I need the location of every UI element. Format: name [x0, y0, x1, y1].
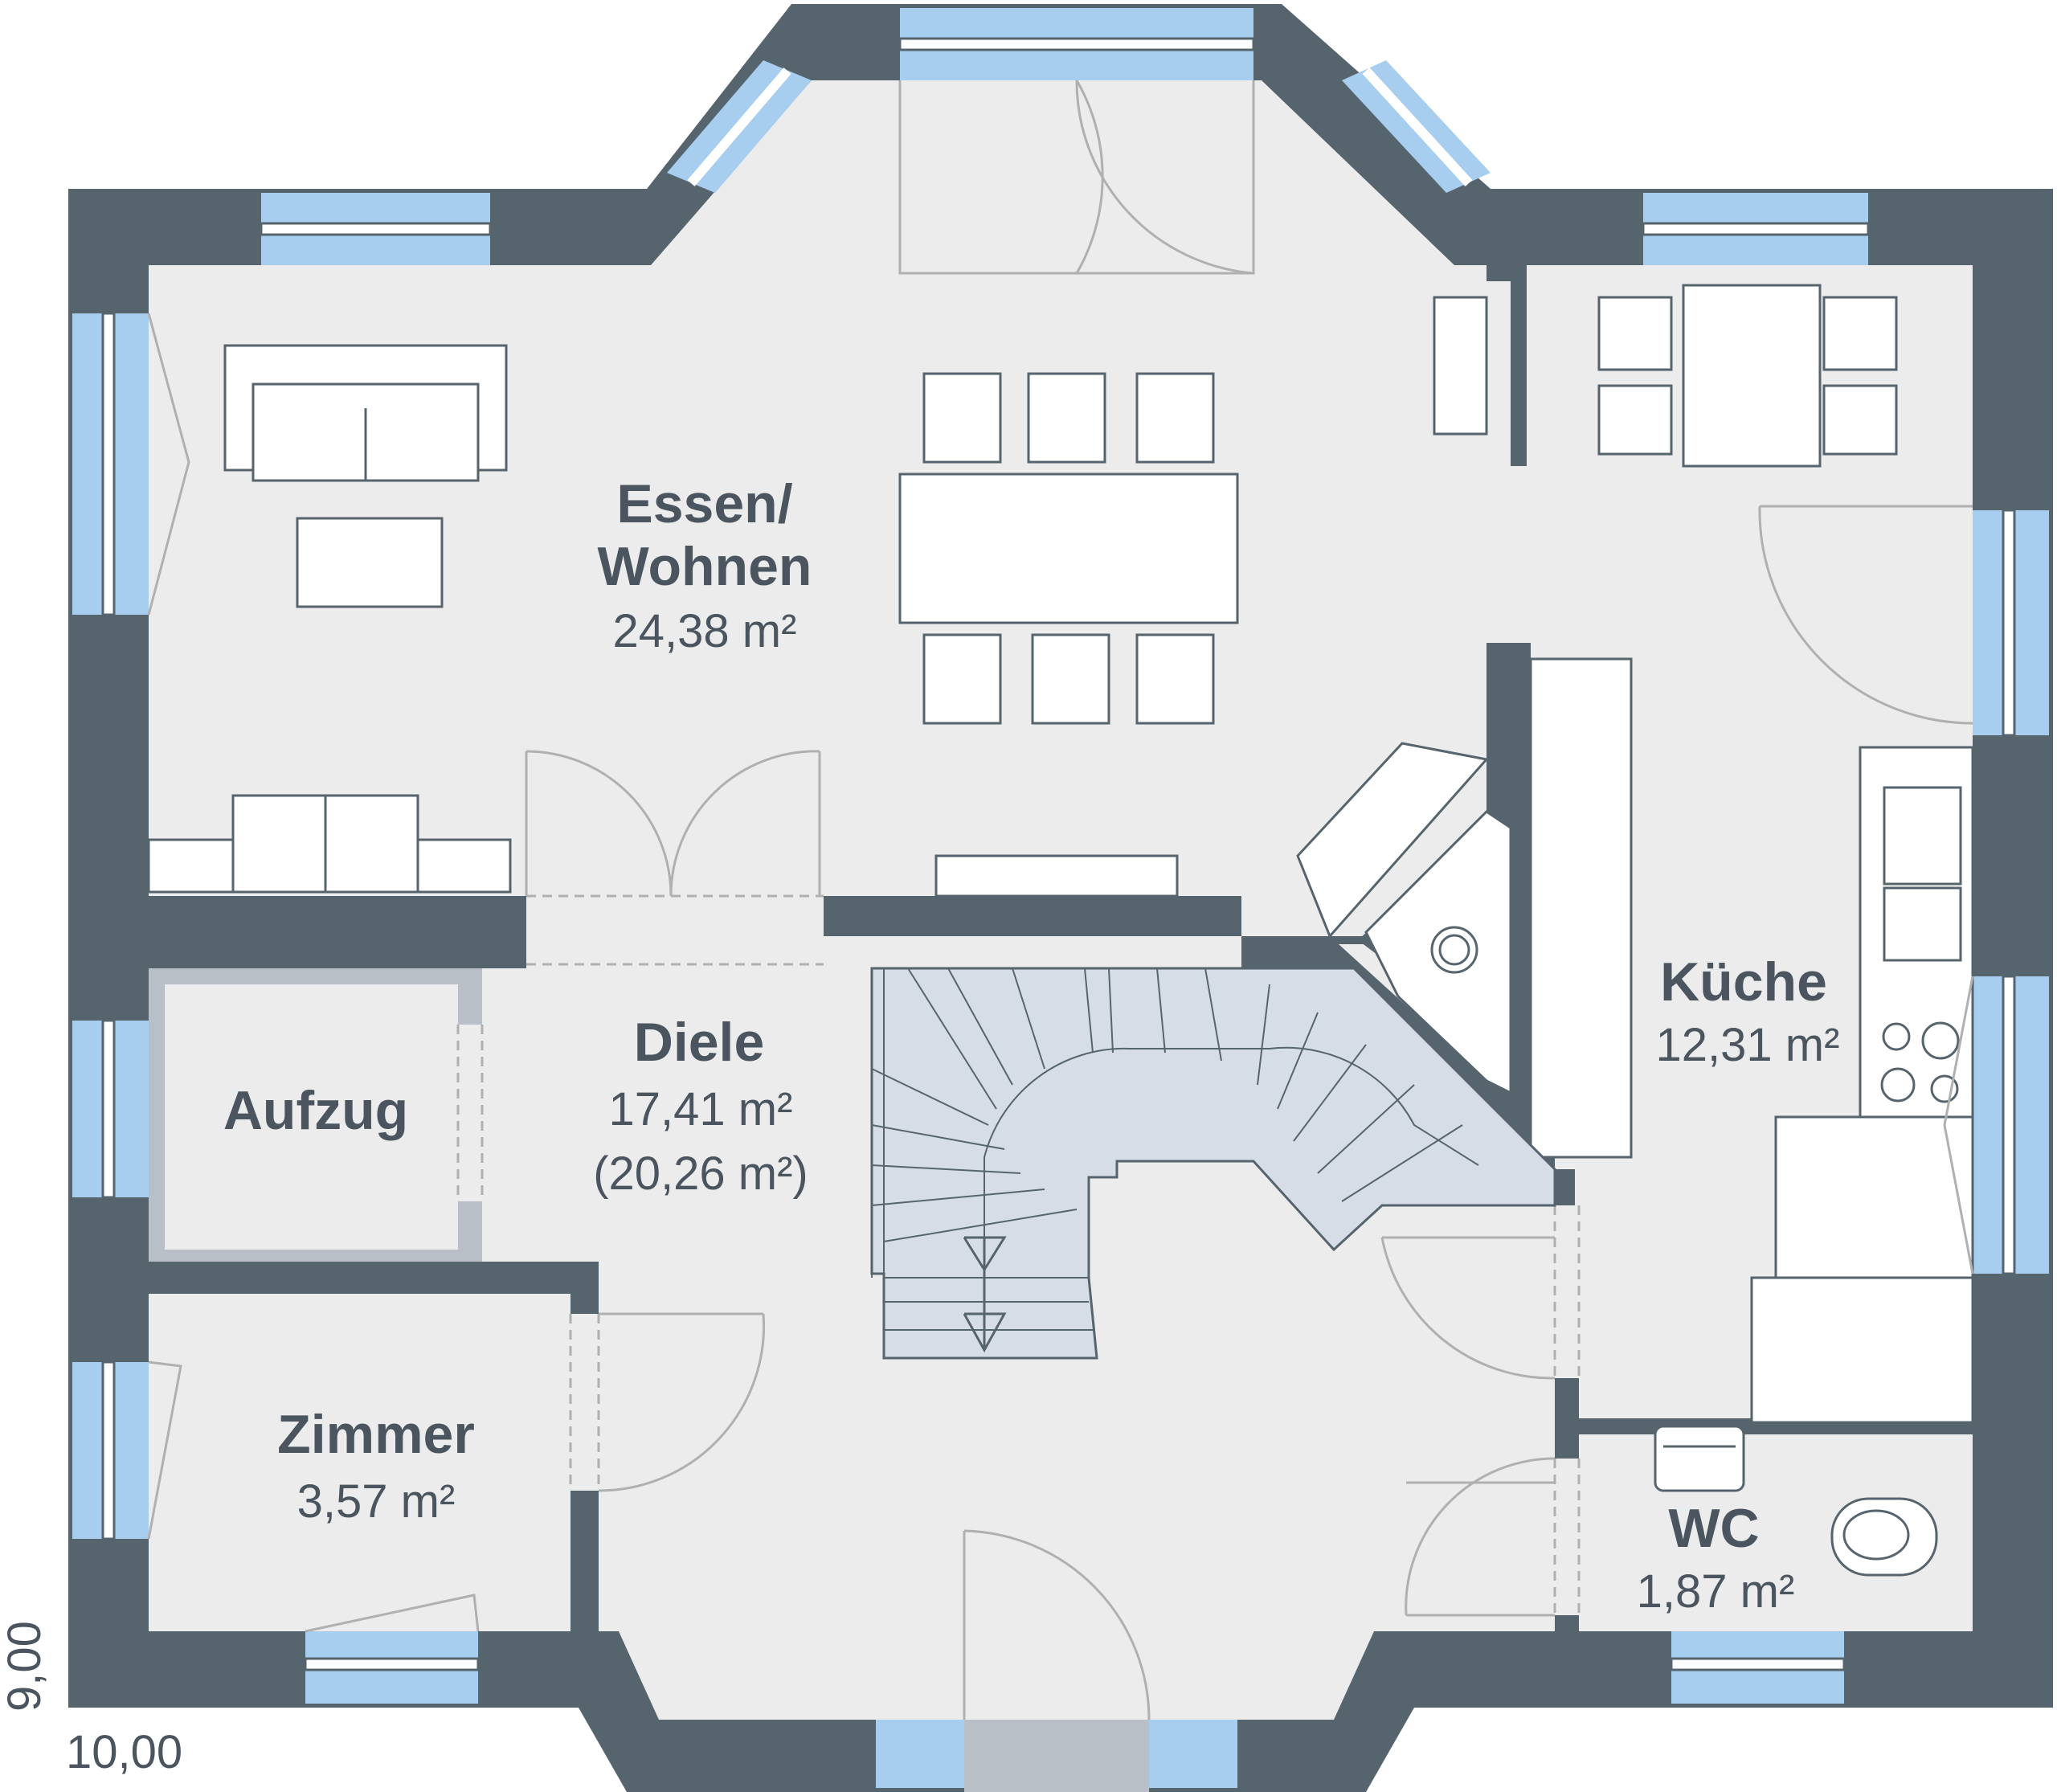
- openings: [456, 894, 1581, 1615]
- doors: [147, 80, 1974, 1720]
- window-icon: [1642, 193, 1870, 265]
- washing-machine-icon: [1364, 810, 1512, 1095]
- door-swing-icon: [1758, 505, 1973, 725]
- window-icon: [72, 1360, 149, 1540]
- door-swing-icon: [147, 313, 1974, 1633]
- door-swing-icon: [525, 750, 821, 897]
- kitchen-appliances: [1430, 786, 1962, 1561]
- room-name-essen-line2: Wohnen: [598, 536, 812, 597]
- dimension-width: 10,00: [66, 1726, 182, 1778]
- room-area-kueche: 12,31 m²: [1656, 1019, 1840, 1071]
- stair-arrow-icon: [963, 1236, 1007, 1353]
- room-area-essen: 24,38 m²: [613, 605, 797, 657]
- windows: [72, 8, 2049, 1792]
- room-area-diele: 17,41 m²: [609, 1083, 793, 1135]
- room-area-diele-alt: (20,26 m²): [593, 1148, 808, 1200]
- door-swing-icon: [1405, 1457, 1556, 1617]
- window-icon: [876, 1720, 1237, 1792]
- room-labels: Essen/ Wohnen 24,38 m² Küche 12,31 m² Di…: [223, 473, 1840, 1618]
- dimension-labels: 10,00 9,00: [0, 1621, 182, 1778]
- room-name-aufzug: Aufzug: [223, 1080, 408, 1141]
- room-name-wc: WC: [1668, 1498, 1759, 1559]
- sink-icon: [1654, 1425, 1745, 1492]
- window-icon: [1342, 60, 1491, 193]
- room-name-kueche: Küche: [1660, 951, 1827, 1013]
- window-icon: [304, 1631, 480, 1704]
- door-swing-icon: [898, 80, 1255, 275]
- window-icon: [72, 312, 149, 616]
- window-icon: [1973, 509, 2049, 737]
- door-swing-icon: [963, 1529, 1151, 1720]
- window-icon: [260, 193, 492, 265]
- window-icon: [1670, 1631, 1846, 1704]
- room-area-zimmer: 3,57 m²: [297, 1475, 456, 1528]
- toilet-icon: [1830, 1497, 1938, 1577]
- staircase: [870, 967, 1556, 1360]
- window-icon: [1973, 975, 2049, 1275]
- window-icon: [667, 60, 812, 193]
- door-swing-icon: [598, 1312, 766, 1492]
- room-name-zimmer: Zimmer: [277, 1404, 475, 1465]
- room-name-diele: Diele: [634, 1012, 765, 1073]
- door-swing-icon: [1380, 1236, 1556, 1380]
- room-name-essen-line1: Essen/: [616, 473, 792, 534]
- furniture: [147, 284, 1974, 1577]
- stove-icon: [1880, 1021, 1960, 1103]
- window-icon: [898, 8, 1255, 80]
- room-area-wc: 1,87 m²: [1637, 1565, 1795, 1618]
- window-icon: [72, 1019, 149, 1199]
- dimension-depth: 9,00: [0, 1621, 51, 1712]
